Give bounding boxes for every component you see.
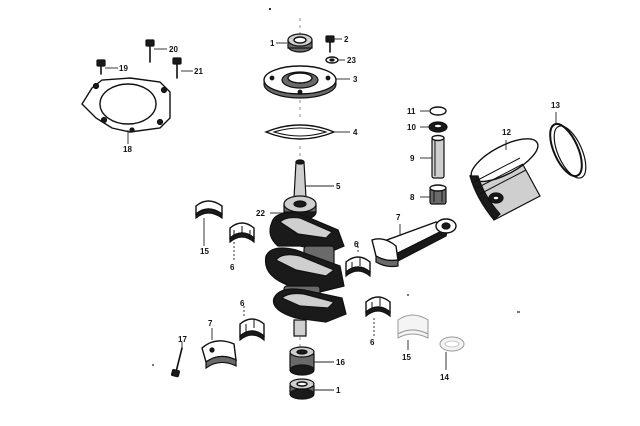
label-16: 16 [336, 358, 345, 367]
oil-seal-1-bottom [289, 378, 334, 400]
connecting-rod-7 [371, 218, 457, 268]
wrist-pin-9 [420, 134, 445, 179]
retaining-ring-11 [420, 106, 447, 116]
bearing-6-lower-left [239, 306, 265, 342]
washer-10 [420, 121, 448, 133]
bolt-21 [172, 57, 193, 79]
bearing-6-center [365, 296, 391, 336]
piston-12 [469, 138, 541, 221]
label-14: 14 [440, 373, 449, 382]
piston-rings-13 [549, 112, 587, 179]
label-17: 17 [178, 335, 187, 344]
label-6-right: 6 [354, 240, 359, 249]
label-3: 3 [353, 75, 358, 84]
label-6-center: 6 [370, 338, 375, 347]
label-11: 11 [407, 107, 416, 116]
label-12: 12 [502, 128, 511, 137]
rod-cap-7-left [201, 328, 237, 370]
washer-23 [325, 56, 345, 64]
label-1-top: 1 [270, 39, 275, 48]
bearing-plate-3 [263, 65, 350, 99]
shim-4 [264, 124, 350, 140]
label-5: 5 [336, 182, 341, 191]
bearing-cage-15-left [195, 200, 223, 246]
crankshaft-5 [264, 159, 347, 337]
bearing-16 [289, 346, 334, 376]
label-22: 22 [256, 209, 265, 218]
label-6-lower: 6 [240, 299, 245, 308]
scan-specks [152, 8, 520, 366]
bolt-17 [170, 342, 183, 378]
label-2: 2 [344, 35, 349, 44]
label-4: 4 [353, 128, 358, 137]
label-7-left: 7 [208, 319, 213, 328]
label-15-right: 15 [402, 353, 411, 362]
label-20: 20 [169, 45, 178, 54]
label-6-left: 6 [230, 263, 235, 272]
label-19: 19 [119, 64, 128, 73]
bearing-6-left [229, 222, 255, 262]
label-7-rod: 7 [396, 213, 401, 222]
retainer-14 [439, 336, 465, 370]
label-13: 13 [551, 101, 560, 110]
bolt-20 [145, 39, 167, 63]
bearing-6-right [345, 240, 371, 278]
label-9: 9 [410, 154, 415, 163]
bolt-19 [96, 59, 118, 75]
needle-bearing-8 [420, 184, 447, 205]
screw-2 [325, 35, 342, 53]
label-10: 10 [407, 123, 416, 132]
label-18: 18 [123, 145, 132, 154]
label-15-left: 15 [200, 247, 209, 256]
label-1-bottom: 1 [336, 386, 341, 395]
label-23: 23 [347, 56, 356, 65]
bearing-race-15-right [397, 314, 429, 350]
oil-seal-1-top [276, 33, 313, 53]
gasket-18 [81, 77, 171, 144]
label-21: 21 [194, 67, 203, 76]
label-8: 8 [410, 193, 415, 202]
